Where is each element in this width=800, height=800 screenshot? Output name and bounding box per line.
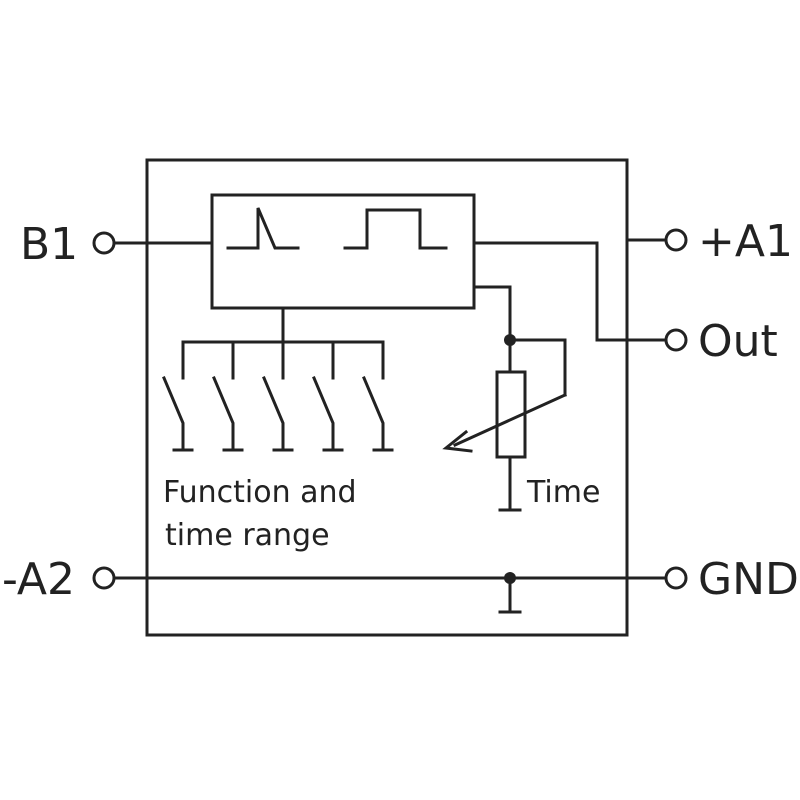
trigger-edge-symbol <box>226 207 300 250</box>
switch-5 <box>362 376 394 452</box>
pot-wiper-arrow <box>442 429 473 453</box>
switch-bus <box>181 306 385 380</box>
a1-terminal <box>664 228 688 252</box>
time-wire <box>472 285 512 342</box>
output-pulse-symbol <box>343 208 448 250</box>
switches-caption-line1: Function and <box>163 475 357 510</box>
switch-1 <box>162 376 194 452</box>
switches-caption-line2: time range <box>165 518 330 553</box>
logic-block-frame <box>210 193 476 310</box>
module-housing <box>145 158 629 637</box>
b1-terminal <box>92 231 116 255</box>
pot-wiper <box>453 393 567 447</box>
gnd-stub <box>498 576 522 614</box>
gnd-terminal <box>664 566 688 590</box>
switch-2 <box>212 376 244 452</box>
potentiometer-caption: Time <box>526 475 600 510</box>
gnd-label: GND <box>698 554 799 605</box>
out-wire <box>472 241 667 342</box>
pot-ground-lead <box>498 455 522 512</box>
out-label: Out <box>698 316 778 367</box>
switch-4 <box>312 376 344 452</box>
a2-label: -A2 <box>2 554 75 605</box>
b1-label: B1 <box>20 219 78 270</box>
switch-bank <box>162 306 394 452</box>
a2-terminal <box>92 566 116 590</box>
a1-label: +A1 <box>698 216 793 267</box>
pot-upper-lead <box>508 338 567 397</box>
logic-block <box>210 193 476 310</box>
switch-3 <box>262 376 294 452</box>
time-potentiometer <box>442 334 567 512</box>
out-terminal <box>664 328 688 352</box>
